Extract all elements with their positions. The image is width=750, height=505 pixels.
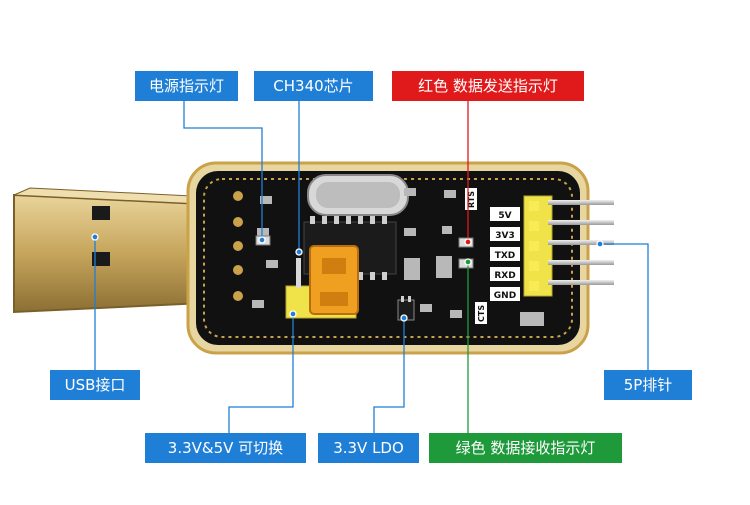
pin-label-5v: 5V — [498, 211, 511, 221]
pin-header-5p — [523, 195, 614, 297]
crystal-oscillator — [307, 174, 409, 216]
pin-label-rxd: RXD — [494, 271, 515, 281]
label-5p-header: 5P排针 — [604, 370, 692, 400]
callout-lines — [91, 101, 649, 433]
pin-label-3v3: 3V3 — [495, 231, 515, 241]
label-rx-led: 绿色 数据接收指示灯 — [429, 433, 622, 463]
pin-labels: 5V 3V3 TXD RXD GND RTS CTS — [465, 188, 520, 324]
pin-label-txd: TXD — [495, 251, 516, 261]
label-ch340-chip: CH340芯片 — [254, 71, 373, 101]
label-voltage-switch: 3.3V&5V 可切换 — [145, 433, 306, 463]
side-pads — [233, 191, 243, 301]
pin-label-gnd: GND — [494, 291, 516, 301]
cts-silkscreen: CTS — [477, 305, 486, 322]
label-ldo: 3.3V LDO — [318, 433, 419, 463]
label-usb-port: USB接口 — [50, 370, 140, 400]
smd-components — [252, 188, 544, 326]
label-tx-led: 红色 数据发送指示灯 — [392, 71, 584, 101]
voltage-jumper — [285, 245, 359, 319]
label-power-led: 电源指示灯 — [135, 71, 238, 101]
rts-silkscreen: RTS — [467, 191, 476, 208]
